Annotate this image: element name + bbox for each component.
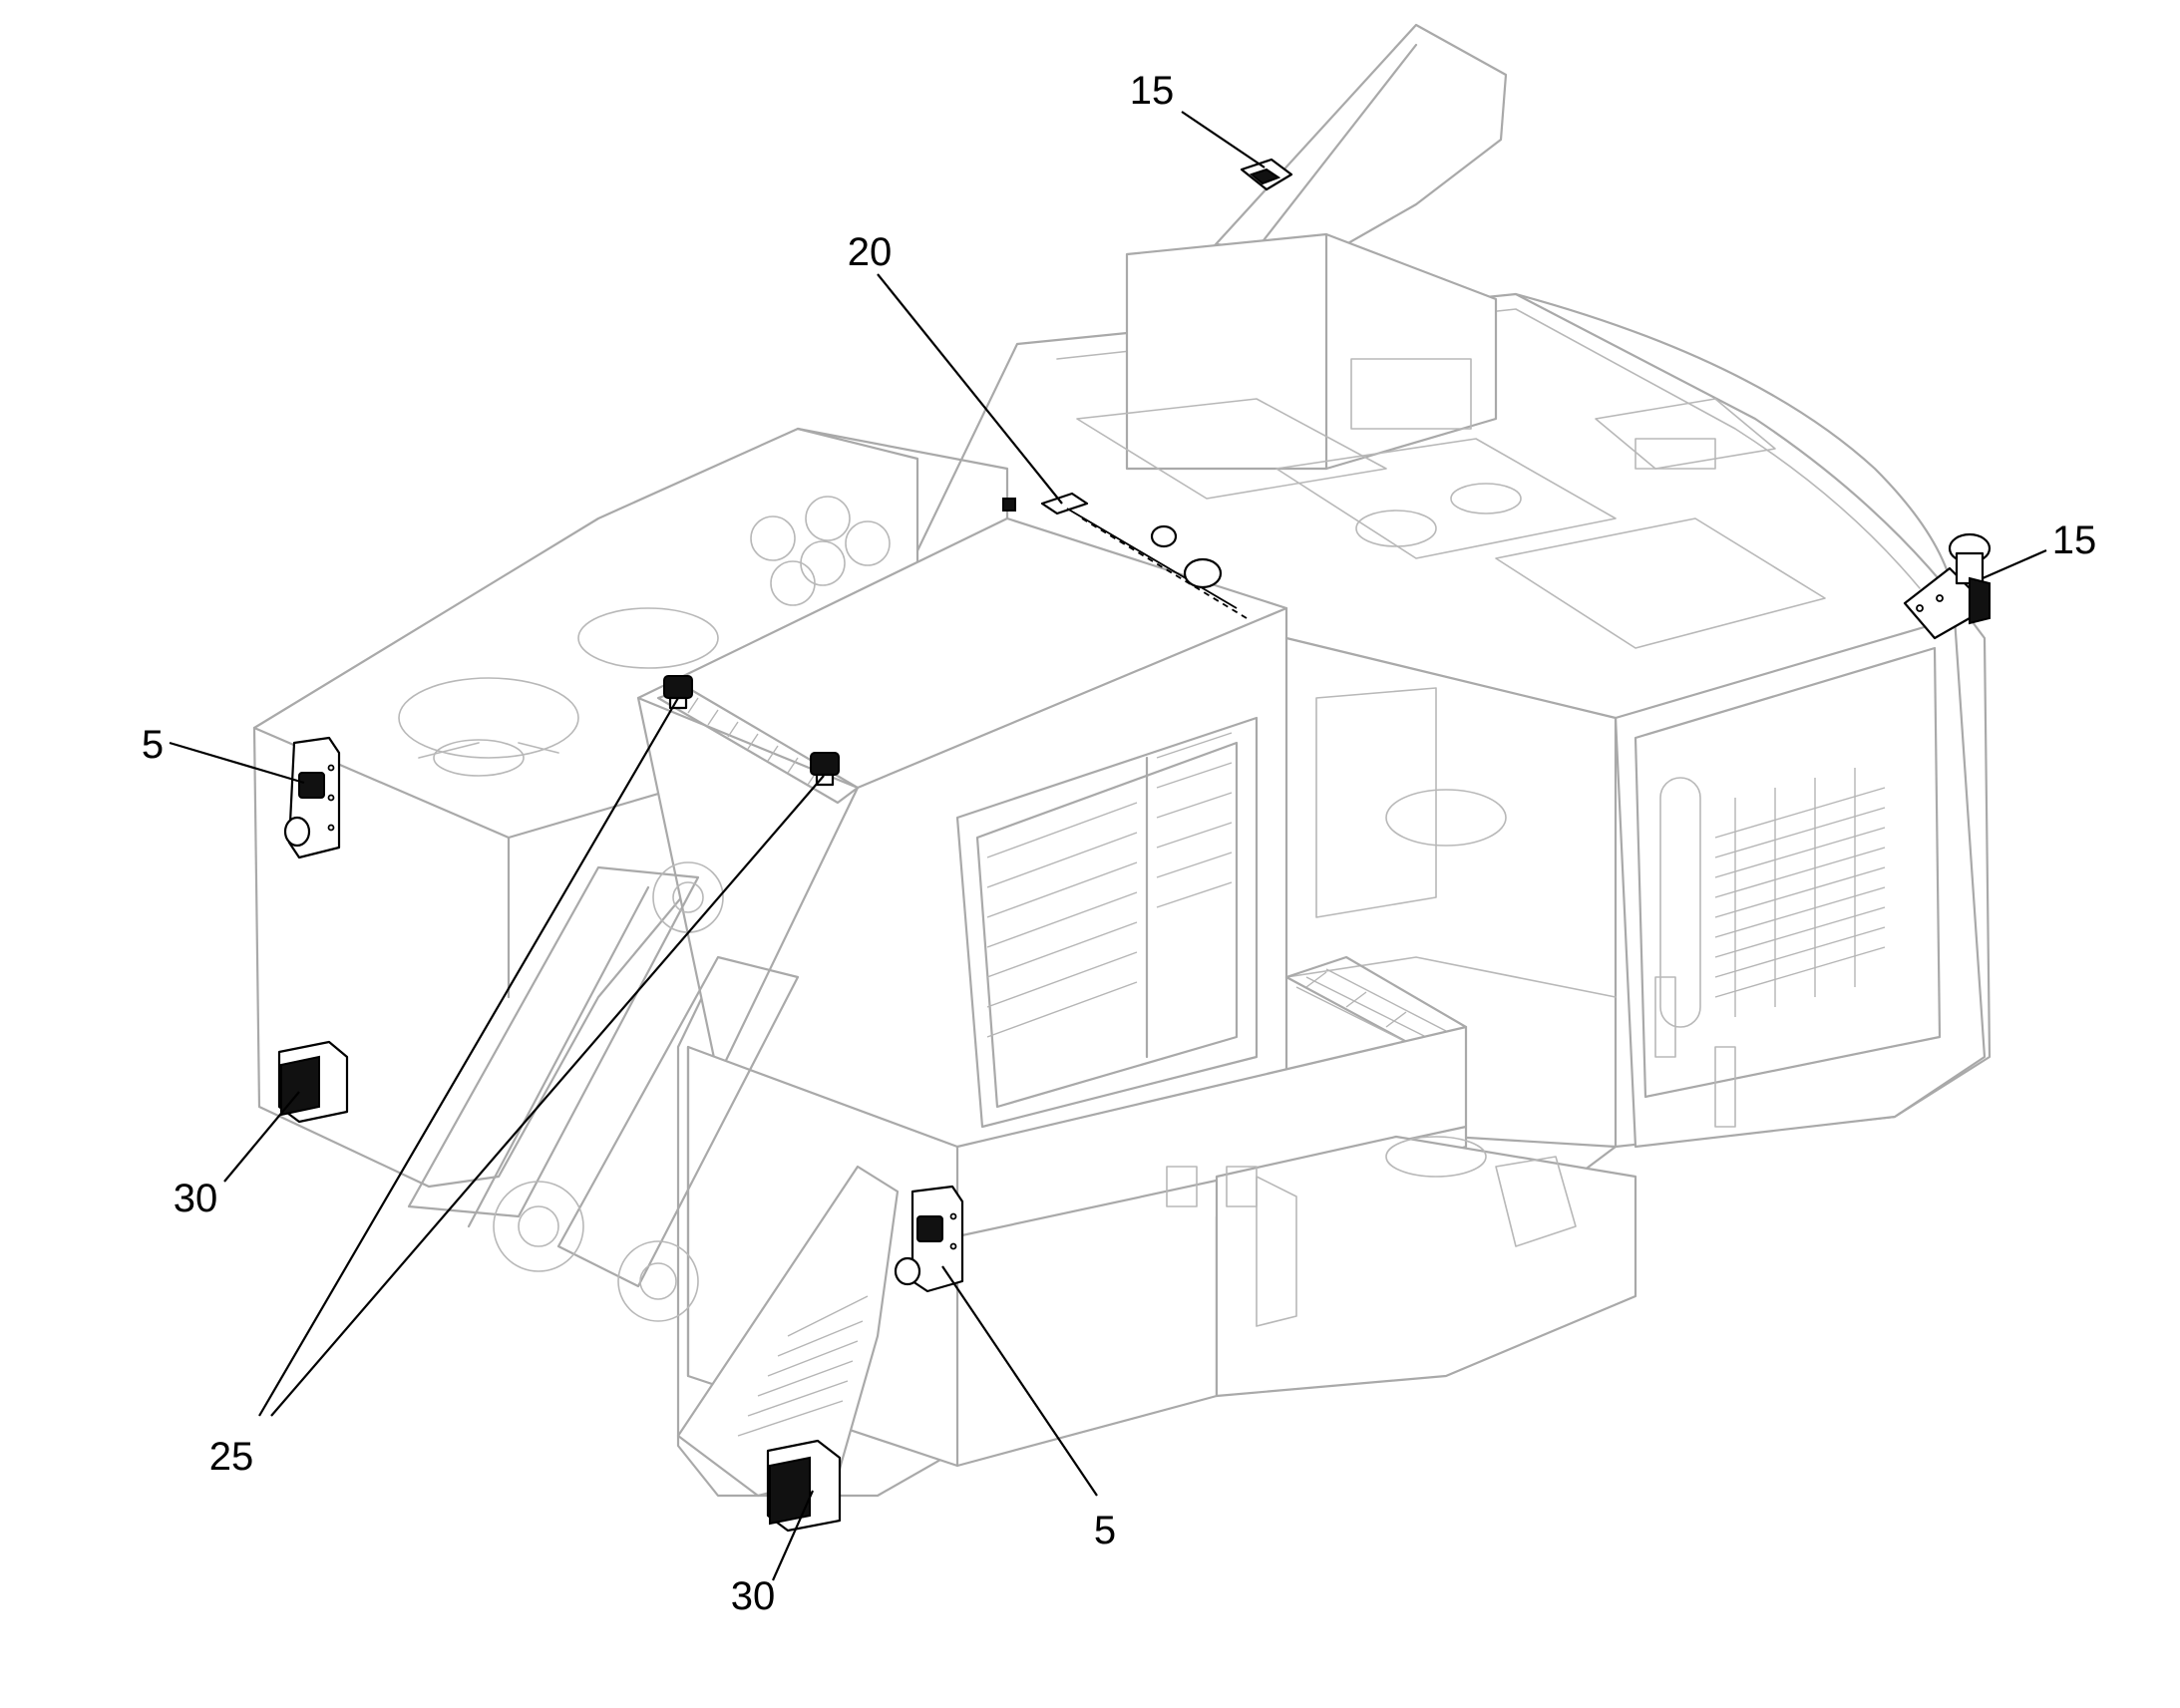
part-5-bottom	[894, 1185, 964, 1293]
part-25-b	[810, 752, 840, 787]
part-15-right	[1903, 532, 1992, 640]
leader-left-5	[169, 741, 305, 785]
leader-bottom-5	[941, 1265, 1098, 1497]
leader-bottom-25-a	[258, 697, 679, 1417]
leader-top-20	[877, 273, 1063, 505]
part-30-left	[277, 1040, 349, 1124]
callout-left-5: 5	[142, 723, 164, 767]
part-20	[1002, 492, 1248, 619]
callout-left-30: 30	[174, 1177, 218, 1220]
callout-right-15: 15	[2052, 518, 2097, 562]
leader-lines	[169, 111, 2047, 1581]
part-5-left	[283, 736, 341, 859]
callout-bottom-30: 30	[731, 1574, 776, 1618]
leader-bottom-25-b	[270, 775, 825, 1417]
callout-bottom-5: 5	[1094, 1509, 1116, 1552]
callout-top-20: 20	[848, 230, 893, 274]
callout-labels: 15 15 20 5 5 30 30 25	[142, 69, 2096, 1618]
leader-right-15	[1982, 548, 2047, 580]
part-30-bottom	[766, 1439, 842, 1533]
leader-left-30	[223, 1091, 300, 1183]
machine-body	[252, 23, 1992, 1498]
leader-top-15	[1181, 111, 1266, 169]
part-15-top	[1240, 158, 1293, 191]
leader-bottom-30	[771, 1490, 815, 1581]
callout-top-15: 15	[1130, 69, 1175, 113]
callout-bottom-25: 25	[209, 1435, 254, 1479]
